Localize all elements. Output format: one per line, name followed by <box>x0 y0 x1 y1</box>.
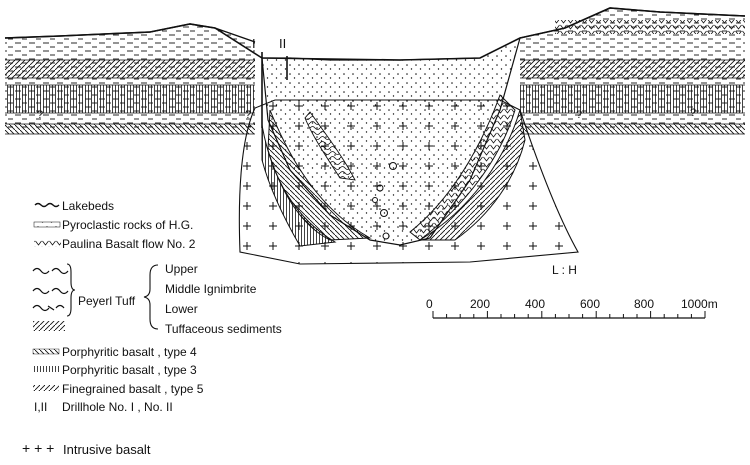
lakebeds-symbol <box>34 202 60 208</box>
pyroclastic-symbol <box>33 221 61 228</box>
legend-porphyritic-3: Porphyritic basalt , type 3 <box>62 363 197 377</box>
unknown-mark: ? <box>576 109 582 121</box>
cross-section: I II ? ? ? ? <box>4 7 746 265</box>
legend-peyerl-tuff: Peyerl Tuff <box>78 294 136 308</box>
tuff-subclass-brace <box>143 264 159 330</box>
unknown-mark: ? <box>245 109 251 121</box>
porphyritic-3-symbol <box>33 366 59 372</box>
scale-bar: L : H 0 200 400 600 800 1000m <box>426 263 718 319</box>
unknown-mark: ? <box>690 107 696 119</box>
scale-tick-label: 1000m <box>681 297 718 311</box>
legend-finegrained-5: Finegrained basalt , type 5 <box>62 382 204 396</box>
tuff-symbols <box>32 267 69 312</box>
svg-text:II: II <box>279 36 286 51</box>
unknown-mark: ? <box>37 109 43 121</box>
drillhole-symbol: I,II <box>34 400 47 414</box>
legend-tuff-sediments: Tuffaceous sediments <box>165 322 282 336</box>
ground-surface <box>4 7 746 61</box>
scale-tick-label: 800 <box>634 297 654 311</box>
drillhole-1: I <box>252 36 263 128</box>
legend-paulina: Paulina Basalt flow No. 2 <box>62 237 196 251</box>
scale-tick-label: 600 <box>580 297 600 311</box>
tuffaceous-sediments-symbol <box>33 321 65 331</box>
scale-tick-label: 200 <box>470 297 490 311</box>
svg-text:I: I <box>252 36 256 51</box>
intrusive-symbol: + + + <box>22 440 54 456</box>
scale-ratio: L : H <box>552 263 577 277</box>
legend-pyroclastic: Pyroclastic rocks of H.G. <box>62 218 193 232</box>
legend-porphyritic-4: Porphyritic basalt , type 4 <box>62 345 197 359</box>
porphyritic-4-symbol <box>32 348 60 355</box>
left-terrain <box>4 23 256 135</box>
legend-drillhole: Drillhole No. I , No. II <box>62 400 173 414</box>
legend-tuff-lower: Lower <box>165 302 198 316</box>
legend-tuff-upper: Upper <box>165 262 198 276</box>
scale-tick-label: 400 <box>525 297 545 311</box>
tuff-bracket <box>66 263 76 317</box>
drillhole-2: II <box>279 36 288 80</box>
scale-tick-label: 0 <box>426 297 433 311</box>
paulina-symbol <box>34 240 61 247</box>
legend-lakebeds: Lakebeds <box>62 199 114 213</box>
finegrained-5-symbol <box>33 385 59 391</box>
tilted-blocks <box>261 94 526 247</box>
scale-labels: 0 200 400 600 800 1000m <box>426 297 718 311</box>
right-terrain <box>519 7 746 135</box>
legend: Lakebeds Pyroclastic rocks of H.G. Pauli… <box>22 199 282 457</box>
legend-tuff-middle: Middle Ignimbrite <box>165 282 257 296</box>
legend-intrusive: Intrusive basalt <box>63 442 151 457</box>
boulders <box>372 162 397 240</box>
